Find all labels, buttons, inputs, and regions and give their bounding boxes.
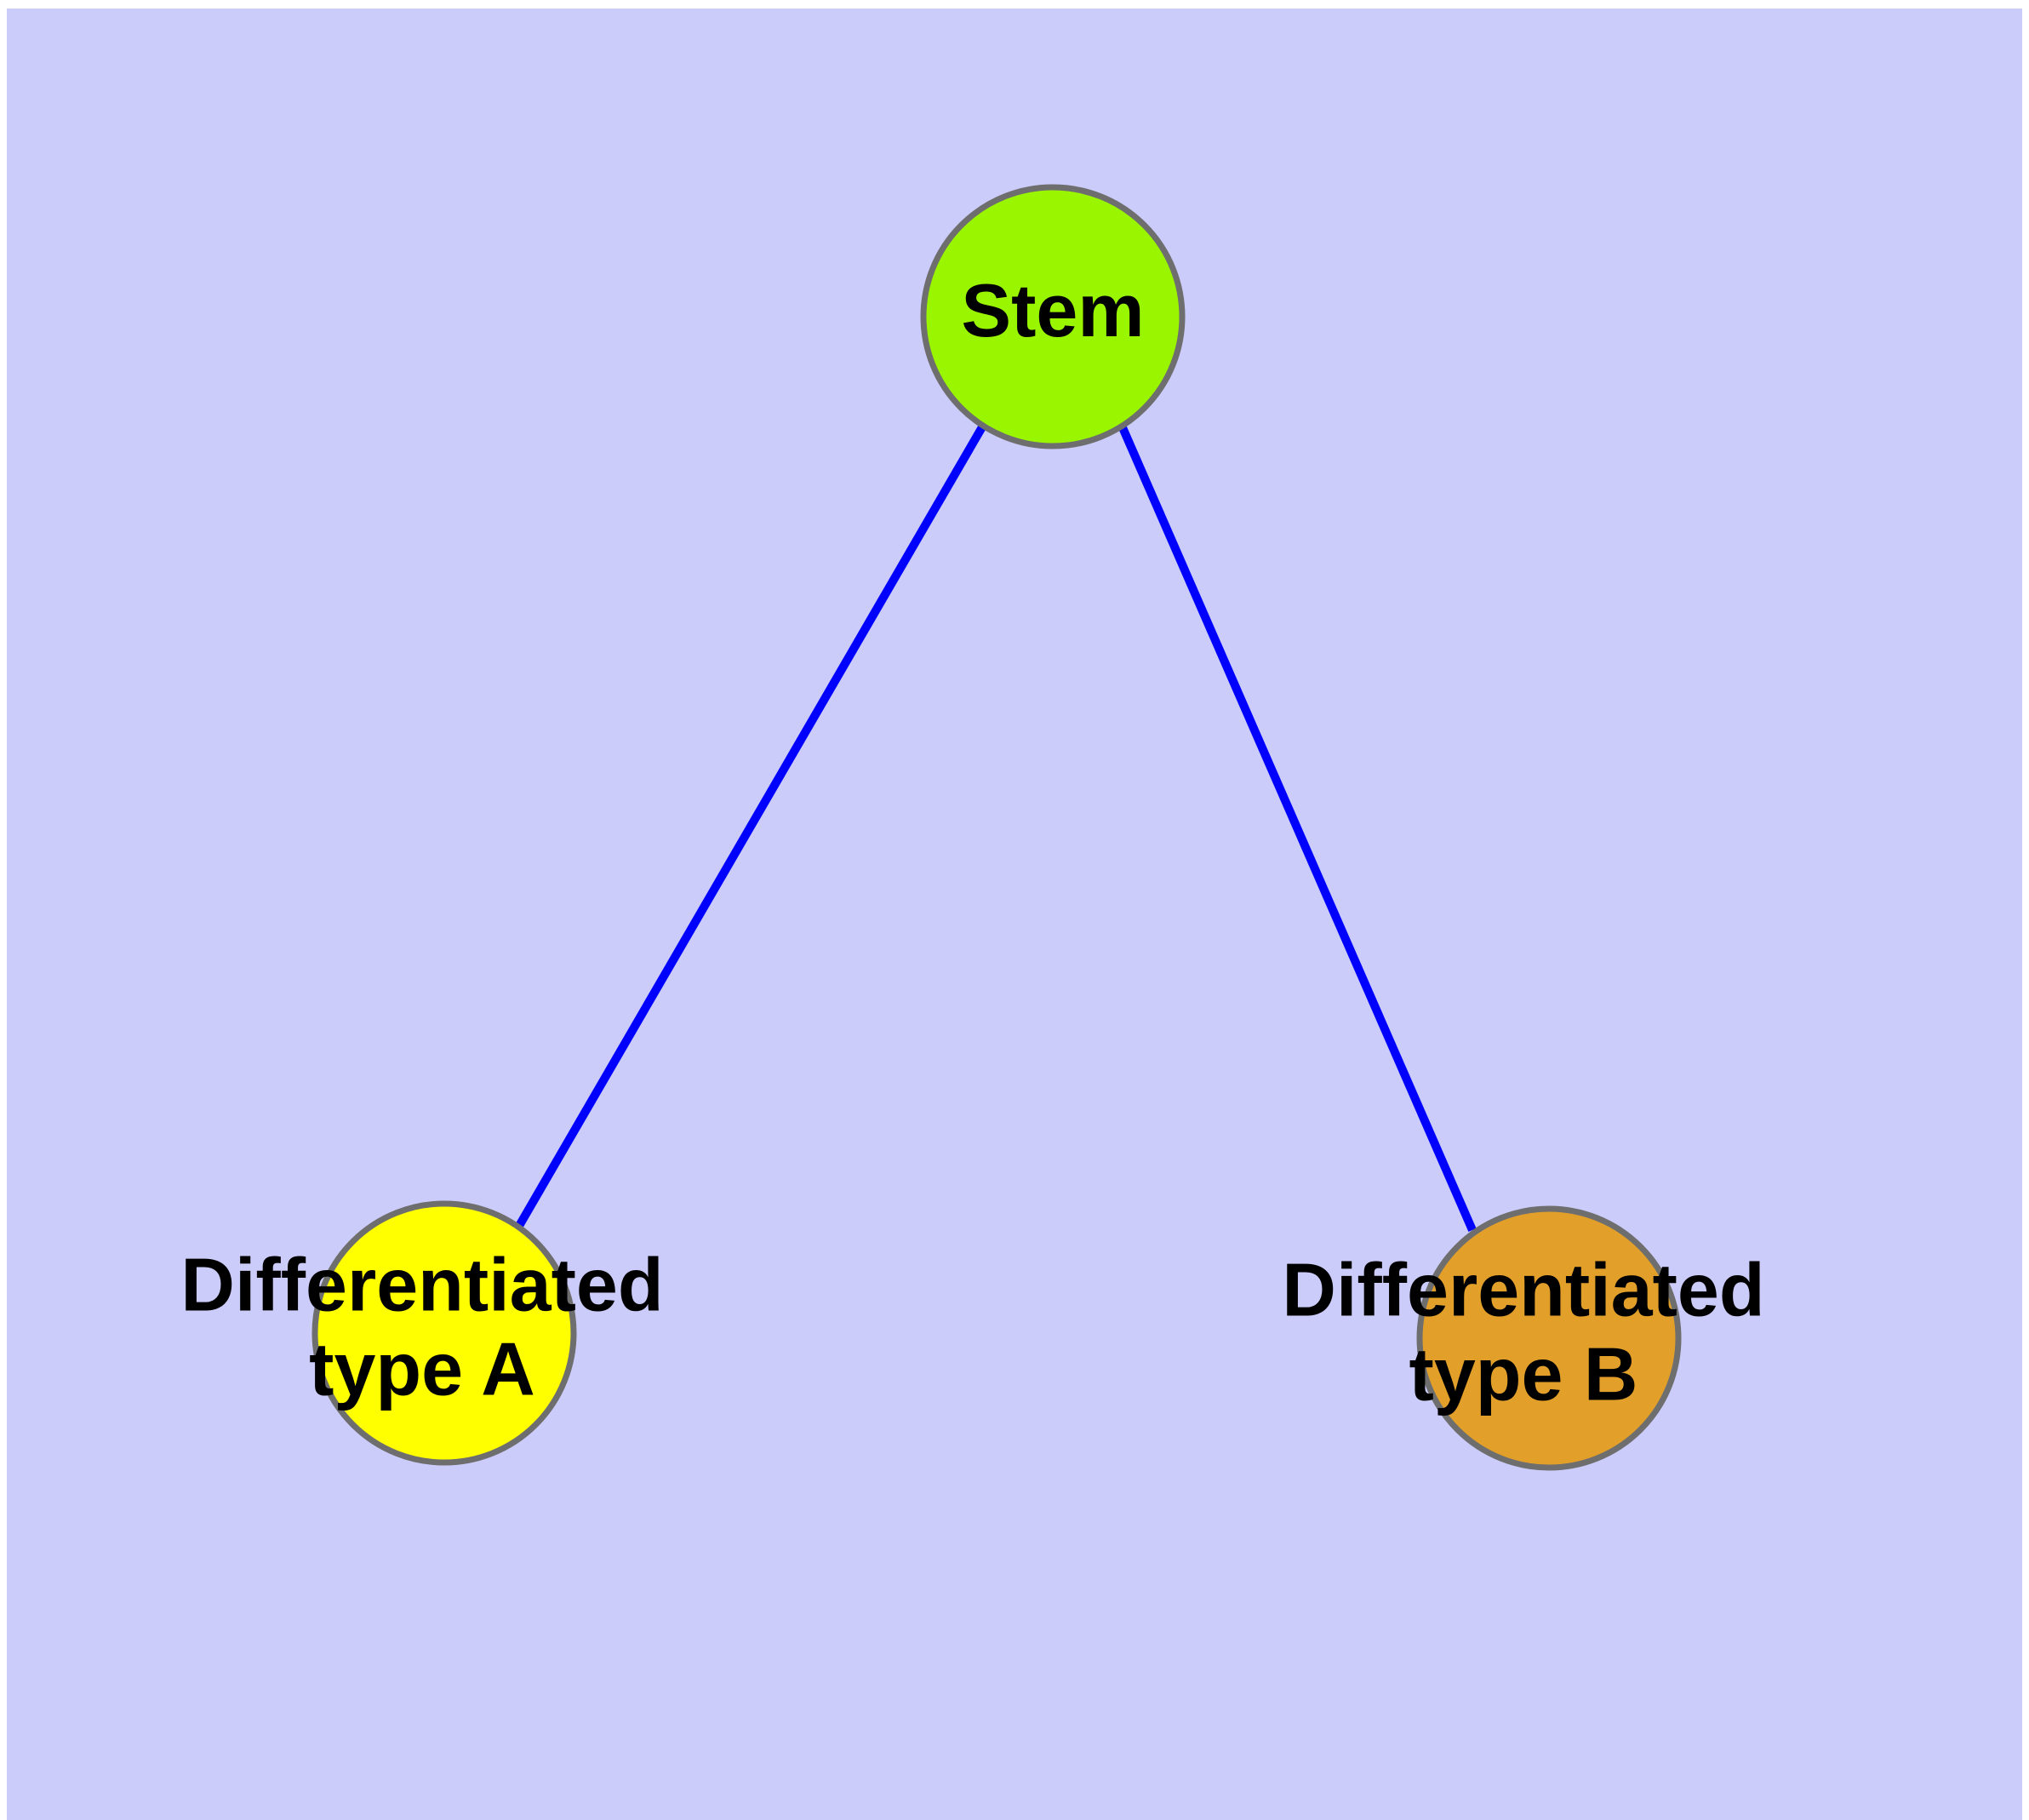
node-stem[interactable] xyxy=(920,184,1186,449)
node-label-line: Differentiated xyxy=(1282,1248,1764,1332)
edge-stem-to-diff-b[interactable] xyxy=(1117,424,1477,1232)
node-label-stem: Stem xyxy=(961,268,1144,352)
edges-layer xyxy=(515,423,1477,1232)
node-label-line: Stem xyxy=(961,268,1144,352)
node-diff_a[interactable] xyxy=(311,1200,577,1466)
node-diff_b[interactable] xyxy=(1416,1205,1682,1471)
node-label-line: Differentiated xyxy=(180,1243,663,1327)
edge-stem-to-diff-a[interactable] xyxy=(515,423,987,1228)
node-label-line: type A xyxy=(309,1327,535,1411)
nodes-layer xyxy=(311,184,1682,1471)
node-label-line: type B xyxy=(1409,1332,1638,1417)
